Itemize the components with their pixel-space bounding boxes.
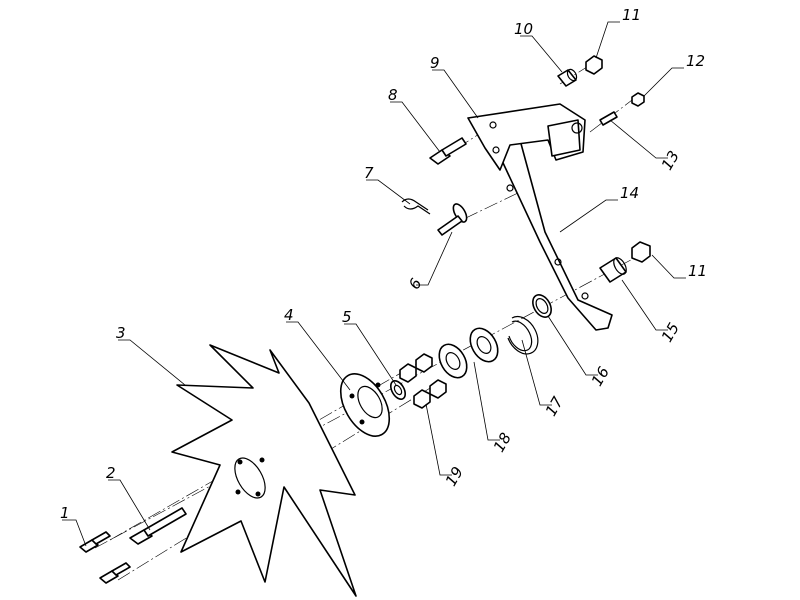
clevis-pin	[437, 203, 468, 236]
arm-bushing	[599, 257, 627, 283]
callout-2: 2	[106, 464, 116, 482]
flanged-hub	[339, 373, 391, 437]
callout-5: 5	[342, 308, 352, 326]
callout-3: 3	[116, 324, 126, 342]
callout-12: 12	[686, 52, 705, 70]
top-bushing	[557, 68, 578, 87]
bearings	[438, 327, 499, 379]
small-bolts	[79, 531, 131, 584]
arm-nut	[631, 241, 651, 263]
callout-1: 1	[60, 504, 70, 522]
leader-lines	[62, 21, 686, 547]
top-nut	[585, 55, 603, 75]
cotter-pin	[401, 198, 431, 215]
callout-7: 7	[364, 164, 374, 182]
threaded-stud	[599, 111, 618, 126]
mounting-bracket	[467, 103, 586, 171]
lever-arm	[496, 139, 613, 331]
callout-6: 6	[405, 275, 425, 292]
callout-18: 18	[490, 430, 515, 456]
spacer-washer	[532, 294, 552, 318]
callout-16: 16	[588, 364, 613, 390]
callout-15: 15	[658, 320, 683, 346]
callout-4: 4	[284, 306, 294, 324]
bracket-bolt	[429, 137, 467, 165]
stud-nut	[631, 92, 645, 107]
hub-nuts	[399, 353, 447, 409]
callout-13: 13	[658, 148, 683, 174]
callout-14: 14	[620, 184, 639, 202]
callout-11-top: 11	[622, 6, 641, 24]
callout-10: 10	[514, 20, 533, 38]
callout-9: 9	[430, 54, 440, 72]
sprocket-wheel	[171, 344, 357, 597]
hub-washer	[389, 380, 407, 400]
callout-8: 8	[388, 86, 398, 104]
long-bolt	[129, 507, 187, 545]
callout-17: 17	[542, 393, 567, 419]
callout-11-right: 11	[688, 262, 707, 280]
retaining-ring	[507, 315, 539, 355]
callout-19: 19	[442, 464, 467, 490]
